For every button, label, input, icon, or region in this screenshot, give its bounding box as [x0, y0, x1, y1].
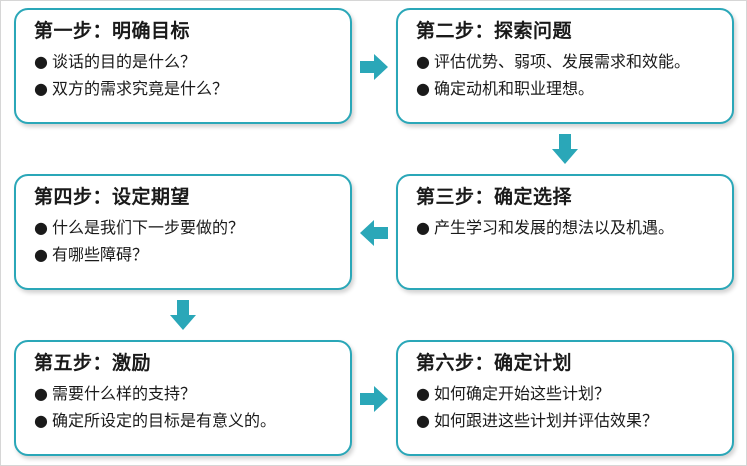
bullet-dot-icon: ●: [34, 384, 48, 403]
step-1-bullet-1: ●谈话的目的是什么？: [34, 52, 196, 71]
step-1-title: 第一步：明确目标: [34, 20, 191, 42]
bullet-dot-icon: ●: [416, 52, 430, 71]
step-4-box: 第四步：设定期望 ●什么是我们下一步要做的？ ●有哪些障碍？: [14, 174, 352, 290]
bullet-dot-icon: ●: [416, 218, 430, 237]
step-6-bullet-1: ●如何确定开始这些计划？: [416, 384, 610, 403]
bullet-dot-icon: ●: [416, 79, 430, 98]
step-2-bullet-1: ●评估优势、弱项、发展需求和效能。: [416, 52, 690, 71]
step-2-box: 第二步：探索问题 ●评估优势、弱项、发展需求和效能。 ●确定动机和职业理想。: [396, 8, 734, 124]
bullet-dot-icon: ●: [34, 218, 48, 237]
arrow-down-2-to-3-icon: [552, 134, 578, 164]
step-6-title: 第六步：确定计划: [416, 352, 573, 374]
bullet-dot-icon: ●: [416, 411, 430, 430]
step-2-bullet-2: ●确定动机和职业理想。: [416, 79, 594, 98]
bullet-dot-icon: ●: [34, 411, 48, 430]
step-4-bullet-2: ●有哪些障碍？: [34, 245, 148, 264]
arrow-left-3-to-4-icon: [360, 220, 388, 246]
step-3-box: 第三步：确定选择 ●产生学习和发展的想法以及机遇。: [396, 174, 734, 290]
step-5-title: 第五步：激励: [34, 352, 152, 374]
bullet-dot-icon: ●: [34, 79, 48, 98]
step-5-bullet-1: ●需要什么样的支持？: [34, 384, 196, 403]
step-5-bullet-2: ●确定所设定的目标是有意义的。: [34, 411, 276, 430]
arrow-down-4-to-5-icon: [170, 300, 196, 330]
bullet-dot-icon: ●: [416, 384, 430, 403]
arrow-right-1-to-2-icon: [360, 54, 388, 80]
step-1-bullet-2: ●双方的需求究竟是什么？: [34, 79, 228, 98]
step-2-title: 第二步：探索问题: [416, 20, 573, 42]
step-6-bullet-2: ●如何跟进这些计划并评估效果？: [416, 411, 658, 430]
step-4-bullet-1: ●什么是我们下一步要做的？: [34, 218, 244, 237]
step-3-title: 第三步：确定选择: [416, 186, 573, 208]
step-1-box: 第一步：明确目标 ●谈话的目的是什么？ ●双方的需求究竟是什么？: [14, 8, 352, 124]
arrow-right-5-to-6-icon: [360, 386, 388, 412]
step-6-box: 第六步：确定计划 ●如何确定开始这些计划？ ●如何跟进这些计划并评估效果？: [396, 340, 734, 456]
step-5-box: 第五步：激励 ●需要什么样的支持？ ●确定所设定的目标是有意义的。: [14, 340, 352, 456]
step-4-title: 第四步：设定期望: [34, 186, 191, 208]
bullet-dot-icon: ●: [34, 52, 48, 71]
bullet-dot-icon: ●: [34, 245, 48, 264]
step-3-bullet-1: ●产生学习和发展的想法以及机遇。: [416, 218, 674, 237]
